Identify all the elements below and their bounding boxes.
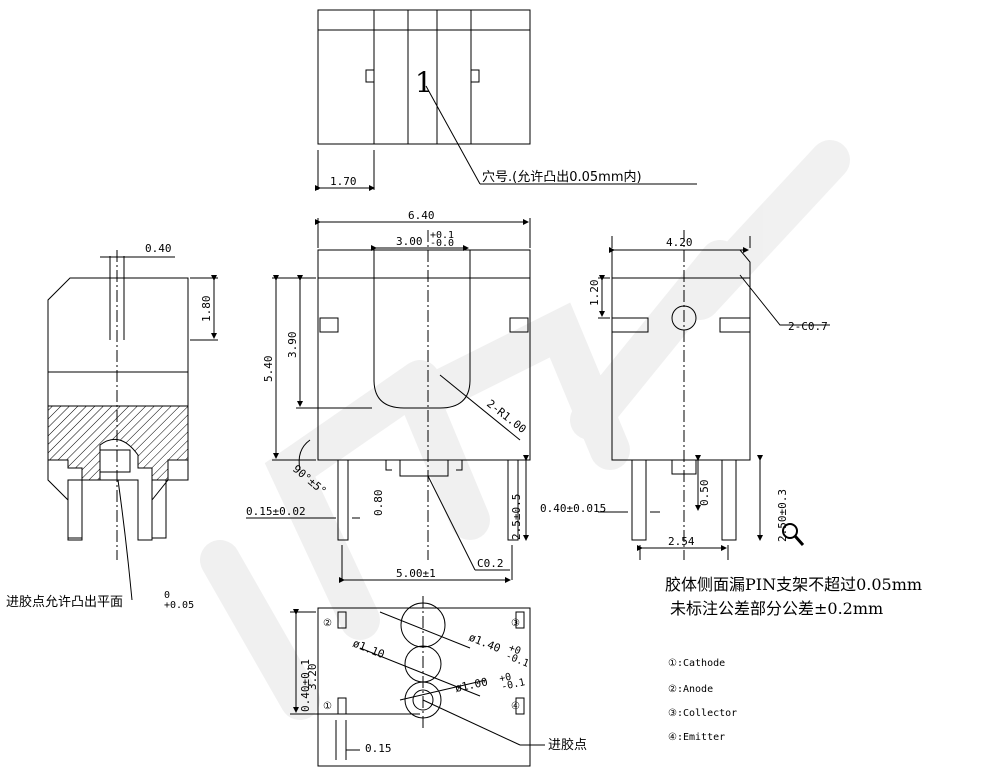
side-hole-pos-dim: 1.20	[588, 280, 601, 307]
top-width-dim: 1.70	[330, 175, 357, 188]
pin-mark-2: ②	[323, 618, 332, 629]
front-slot-height-dim: 3.90	[286, 332, 299, 359]
magnifier-icon[interactable]	[782, 523, 805, 546]
tol-lower: +0.05	[164, 600, 194, 611]
bottom-d2-dim: ø1.10	[351, 637, 387, 661]
pin-legend-1: ①:Cathode	[668, 658, 725, 669]
pin-legend-3: ③:Collector	[668, 708, 737, 719]
pin-mark-1: ①	[323, 701, 332, 712]
side-chamfer-dim: 2-C0.7	[788, 320, 828, 333]
side-pitch-dim: 2.54	[668, 535, 695, 548]
side-pin-length-dim: 2.50±0.3	[776, 489, 789, 542]
front-pin-thickness-dim: 0.15±0.02	[246, 505, 306, 518]
tol-upper: 0	[164, 590, 170, 601]
bottom-d1-dim: ø1.40	[467, 631, 503, 655]
side-step-dim: 0.50	[698, 480, 711, 507]
bottom-d3-dim: ø1.00	[454, 675, 489, 695]
pin-legend-2: ②:Anode	[668, 684, 713, 695]
top-view	[315, 9, 697, 191]
bottom-gap-dim: 0.15	[365, 742, 392, 755]
pin-mark-4: ④	[511, 701, 520, 712]
bottom-height-dim: 3.20	[306, 664, 319, 691]
slot-tol-upper: +0.1	[430, 230, 454, 241]
injection-note: 进胶点允许凸出平面	[6, 594, 123, 610]
bottom-d1-tol-lower: -0.1	[504, 651, 530, 670]
front-view	[246, 218, 531, 583]
pin-legend-4: ④:Emitter	[668, 732, 725, 743]
hole-note: 穴号.(允许凸出0.05mm内)	[482, 169, 642, 185]
side-width-dim: 4.20	[666, 236, 693, 249]
hole-number-label: 1	[415, 66, 433, 99]
front-total-height-dim: 5.40	[262, 356, 275, 383]
bottom-offset-dim: 0.40±0.1	[299, 659, 312, 712]
front-slot-dim: 3.00	[396, 235, 423, 248]
front-pin-length-dim: 2.5±0.5	[510, 494, 523, 540]
left-view	[47, 250, 218, 601]
left-pin-dim: 0.40	[145, 242, 172, 255]
side-view	[598, 230, 830, 560]
bottom-d1-tol-upper: +0	[507, 643, 522, 658]
front-pitch-dim: 5.00±1	[396, 567, 436, 580]
bottom-d3-tol-upper: +0	[498, 672, 512, 685]
note-line-1: 胶体侧面漏PIN支架不超过0.05mm	[665, 575, 922, 594]
injection-point-label: 进胶点	[548, 737, 587, 753]
front-width-dim: 6.40	[408, 209, 435, 222]
left-height-dim: 1.80	[200, 296, 213, 323]
front-step-dim: 0.80	[372, 490, 385, 517]
bottom-view	[290, 596, 545, 767]
note-line-2: 未标注公差部分公差±0.2mm	[670, 599, 883, 618]
pin-mark-3: ③	[511, 618, 520, 629]
side-pin-width-dim: 0.40±0.015	[540, 502, 606, 515]
slot-tol-lower: -0.0	[430, 238, 454, 249]
bottom-d3-tol-lower: -0.1	[500, 677, 526, 693]
front-chamfer-dim: C0.2	[477, 557, 504, 570]
